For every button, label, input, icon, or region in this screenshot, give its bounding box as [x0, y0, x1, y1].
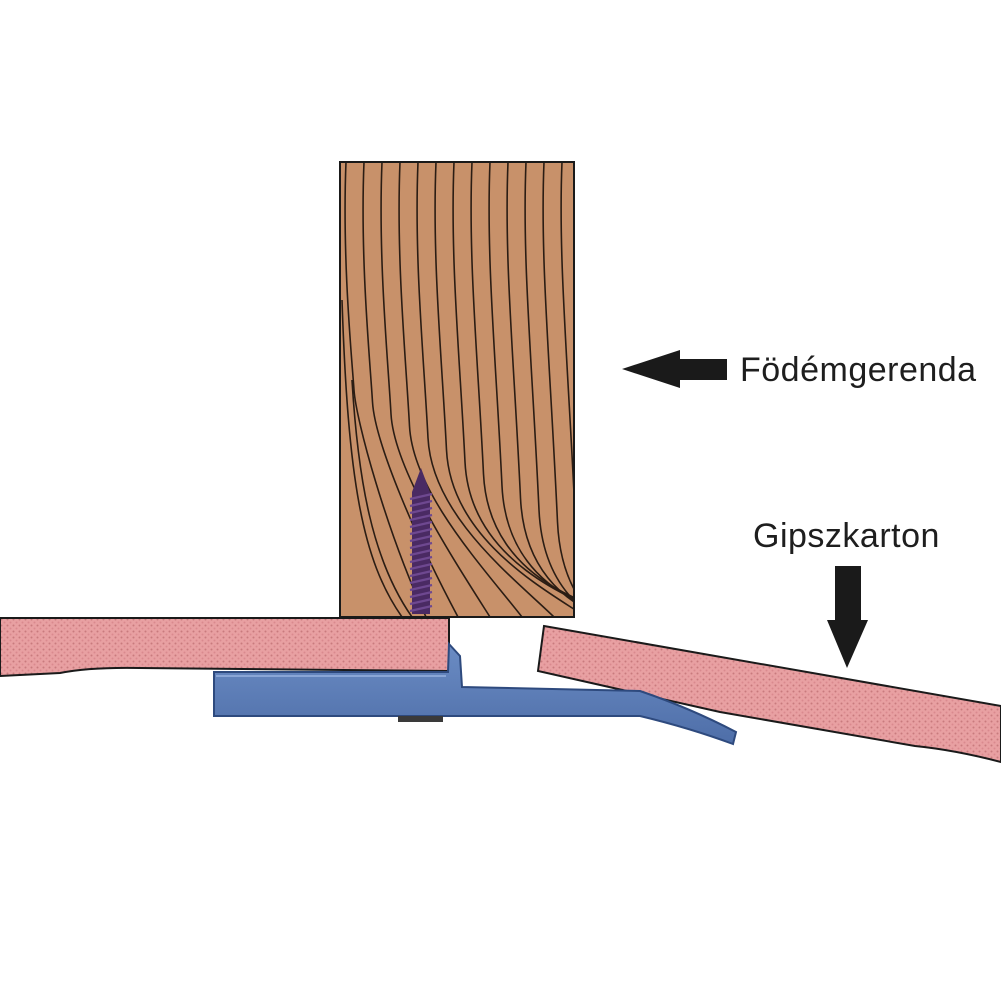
screw-thread	[409, 576, 433, 585]
drywall-board-left	[0, 617, 450, 678]
wood-grain-line	[470, 162, 574, 599]
screw-thread	[409, 590, 433, 599]
screw-thread	[409, 520, 433, 529]
screw-thread	[409, 597, 433, 606]
wooden-joist	[339, 161, 575, 618]
screw-thread	[409, 499, 433, 508]
arrow-down-icon	[827, 566, 868, 668]
arrow-left-icon	[622, 350, 727, 388]
wood-grain-line	[506, 162, 574, 603]
screw-thread	[409, 604, 433, 613]
wood-grain-line	[344, 162, 427, 617]
wood-grain-line	[434, 162, 574, 611]
wood-grain-line	[380, 162, 491, 617]
screw-thread	[409, 506, 433, 515]
joist-body	[339, 161, 575, 618]
wood-grain-line	[560, 162, 574, 509]
metal-clip	[213, 641, 738, 746]
screw-thread	[409, 569, 433, 578]
screw-thread	[409, 583, 433, 592]
wood-grain-line	[416, 162, 555, 617]
wood-grain	[341, 162, 574, 617]
screw-thread	[409, 541, 433, 550]
screw-thread	[409, 534, 433, 543]
joist-label: Födémgerenda	[740, 351, 977, 389]
drywall-label: Gipszkarton	[753, 517, 940, 555]
wood-grain-line	[351, 379, 413, 617]
screw-thread	[409, 548, 433, 557]
wood-grain-line	[542, 162, 574, 591]
screw-thread	[409, 527, 433, 536]
screw-thread	[409, 492, 433, 501]
screw	[409, 468, 433, 614]
wood-grain-line	[398, 162, 523, 617]
wood-grain-line	[341, 299, 403, 617]
wood-grain-line	[524, 162, 574, 602]
screw-thread	[409, 555, 433, 564]
wood-grain-line	[488, 162, 574, 601]
screw-thread	[409, 562, 433, 571]
screw-thread	[409, 513, 433, 522]
